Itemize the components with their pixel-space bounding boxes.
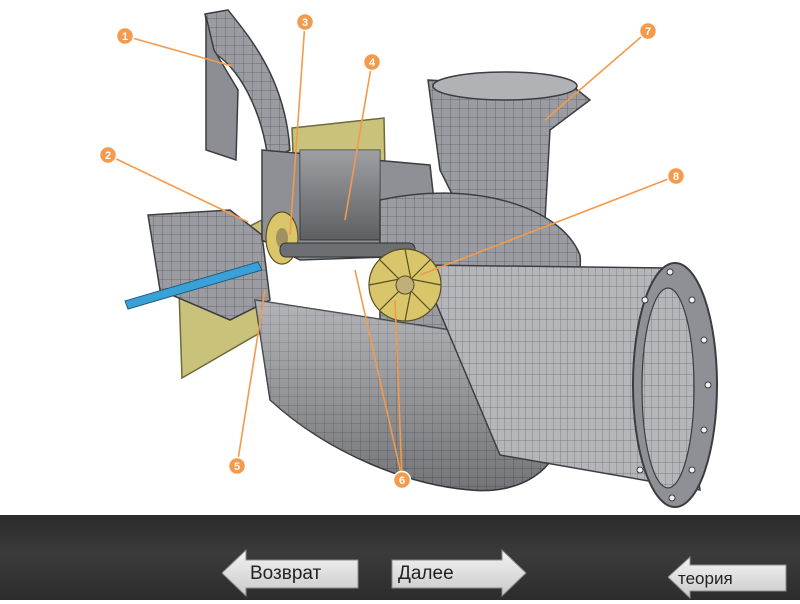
callout-7: 7	[638, 21, 658, 41]
back-button[interactable]: Возврат	[221, 548, 360, 598]
callout-2: 2	[98, 145, 118, 165]
wastegate-actuator-rod	[124, 261, 263, 310]
callout-4: 4	[362, 52, 382, 72]
next-button[interactable]: Далее	[390, 548, 528, 598]
exhaust-outlet-cone	[418, 264, 701, 491]
svg-text:8: 8	[673, 171, 679, 183]
callout-6: 6	[392, 470, 412, 490]
callout-1: 1	[115, 26, 135, 46]
svg-text:2: 2	[105, 150, 111, 162]
svg-text:6: 6	[399, 475, 405, 487]
svg-text:5: 5	[234, 461, 240, 473]
theory-button[interactable]: теория	[667, 555, 788, 600]
callout-5: 5	[227, 456, 247, 476]
next-button-label: Далее	[398, 563, 454, 584]
svg-text:4: 4	[369, 57, 376, 69]
arrow-left-icon	[221, 548, 359, 598]
svg-text:3: 3	[302, 17, 308, 29]
turbine-inlet-duct	[427, 79, 592, 231]
turbine-wheel	[368, 248, 442, 322]
svg-text:7: 7	[645, 26, 651, 38]
arrow-left-icon	[667, 555, 787, 600]
back-button-label: Возврат	[250, 563, 322, 584]
callout-3: 3	[295, 12, 315, 32]
callout-8: 8	[666, 166, 686, 186]
turbocharger-cutaway-diagram: 1 2 3 4 5 6 7 8	[98, 9, 718, 508]
theory-button-label: теория	[678, 569, 733, 588]
arrow-right-icon	[391, 548, 527, 598]
compressor-outlet-pipe	[204, 9, 291, 162]
svg-text:1: 1	[122, 31, 128, 43]
